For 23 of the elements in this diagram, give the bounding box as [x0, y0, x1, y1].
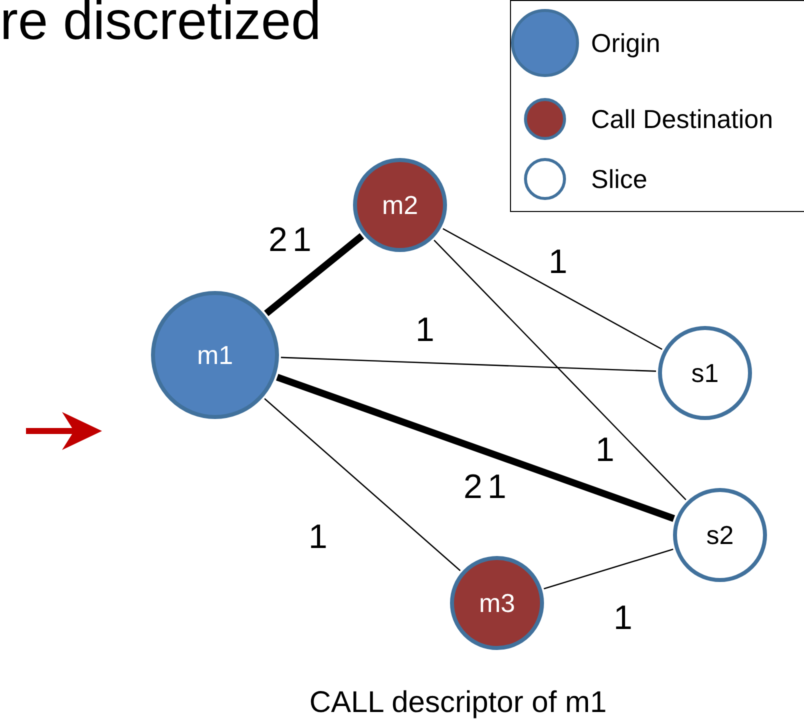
- edge-line: [280, 356, 656, 372]
- node-label: m3: [478, 590, 516, 616]
- edge-label: 2: [268, 223, 288, 257]
- node-label: s1: [691, 360, 719, 386]
- legend-text: Slice: [591, 166, 648, 192]
- edge-line: [264, 398, 461, 572]
- edge-weight: 1: [488, 470, 506, 504]
- edge-label: 1: [596, 433, 614, 467]
- edge-label: 1: [416, 313, 434, 347]
- caption: CALL descriptor of m1: [309, 688, 607, 718]
- node-label: m2: [382, 192, 418, 218]
- edge-label: 1: [614, 601, 632, 635]
- edge-label: 2: [464, 470, 482, 504]
- edge-weight: 1: [292, 223, 312, 257]
- legend-text: Call Destination: [591, 106, 774, 132]
- edge-label: 1: [308, 520, 328, 554]
- edge-label: 1: [548, 245, 568, 279]
- edge-line: [544, 548, 674, 590]
- edge-line: [434, 240, 686, 500]
- node-label: m1: [196, 342, 234, 368]
- edge-line: [264, 233, 364, 316]
- node-label: s2: [706, 522, 734, 548]
- legend-text: Origin: [591, 30, 660, 56]
